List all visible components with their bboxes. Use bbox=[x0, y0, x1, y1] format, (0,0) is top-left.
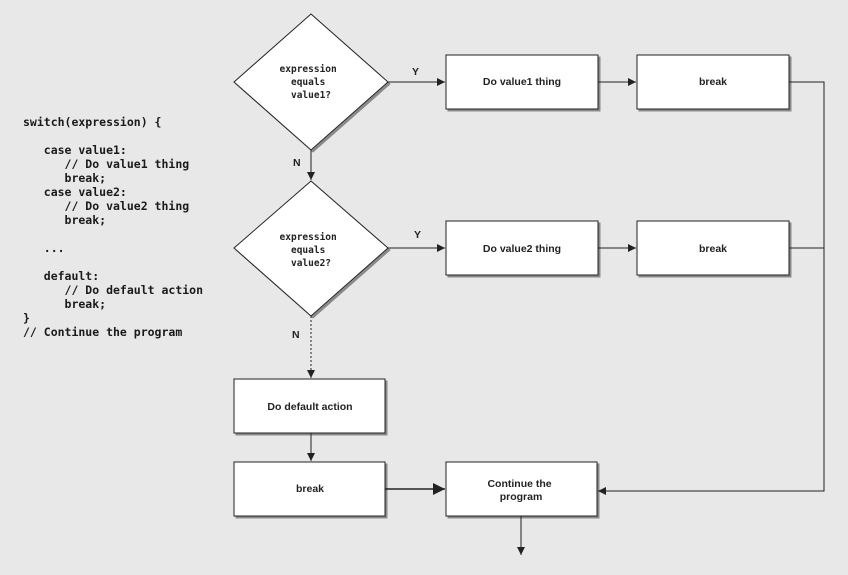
code-line: case value1: bbox=[23, 143, 127, 157]
edge-label-no-2: N bbox=[292, 329, 300, 341]
edge-label-yes-2: Y bbox=[414, 229, 421, 241]
break-box-2 bbox=[636, 220, 790, 276]
decision1-text: expression equals value1? bbox=[280, 64, 343, 101]
action-box-value2 bbox=[445, 220, 599, 276]
code-line: case value2: bbox=[23, 185, 127, 199]
edge-label-yes-1: Y bbox=[412, 66, 419, 78]
default-action-label: Do default action bbox=[267, 401, 352, 413]
code-line: } bbox=[23, 311, 30, 325]
switch-code-listing: switch(expression) { case value1: // Do … bbox=[23, 115, 203, 339]
code-line: // Do value1 thing bbox=[23, 157, 190, 171]
code-line: default: bbox=[23, 269, 100, 283]
default-action-box bbox=[233, 378, 386, 434]
code-line: ... bbox=[23, 241, 65, 255]
break-box-3 bbox=[233, 461, 386, 517]
action-box-value1 bbox=[445, 54, 599, 110]
action-box-value2-label: Do value2 thing bbox=[483, 243, 561, 255]
code-line: // Do default action bbox=[23, 283, 204, 297]
code-line: // Continue the program bbox=[23, 325, 183, 339]
code-line: break; bbox=[23, 171, 107, 185]
break-box-2-label: break bbox=[699, 243, 727, 255]
code-line: break; bbox=[23, 297, 107, 311]
connector-break1-to-continue bbox=[598, 81, 825, 495]
code-line: // Do value2 thing bbox=[23, 199, 190, 213]
decision2-text: expression equals value2? bbox=[280, 232, 343, 269]
code-line: break; bbox=[23, 213, 107, 227]
break-box-1 bbox=[636, 54, 790, 110]
continue-program-box bbox=[445, 461, 598, 517]
edge-label-no-1: N bbox=[293, 157, 301, 169]
break-box-3-label: break bbox=[296, 483, 324, 495]
continue-program-label: Continue the program bbox=[487, 478, 554, 503]
action-box-value1-label: Do value1 thing bbox=[483, 76, 561, 88]
code-line: switch(expression) { bbox=[23, 115, 162, 129]
break-box-1-label: break bbox=[699, 76, 727, 88]
